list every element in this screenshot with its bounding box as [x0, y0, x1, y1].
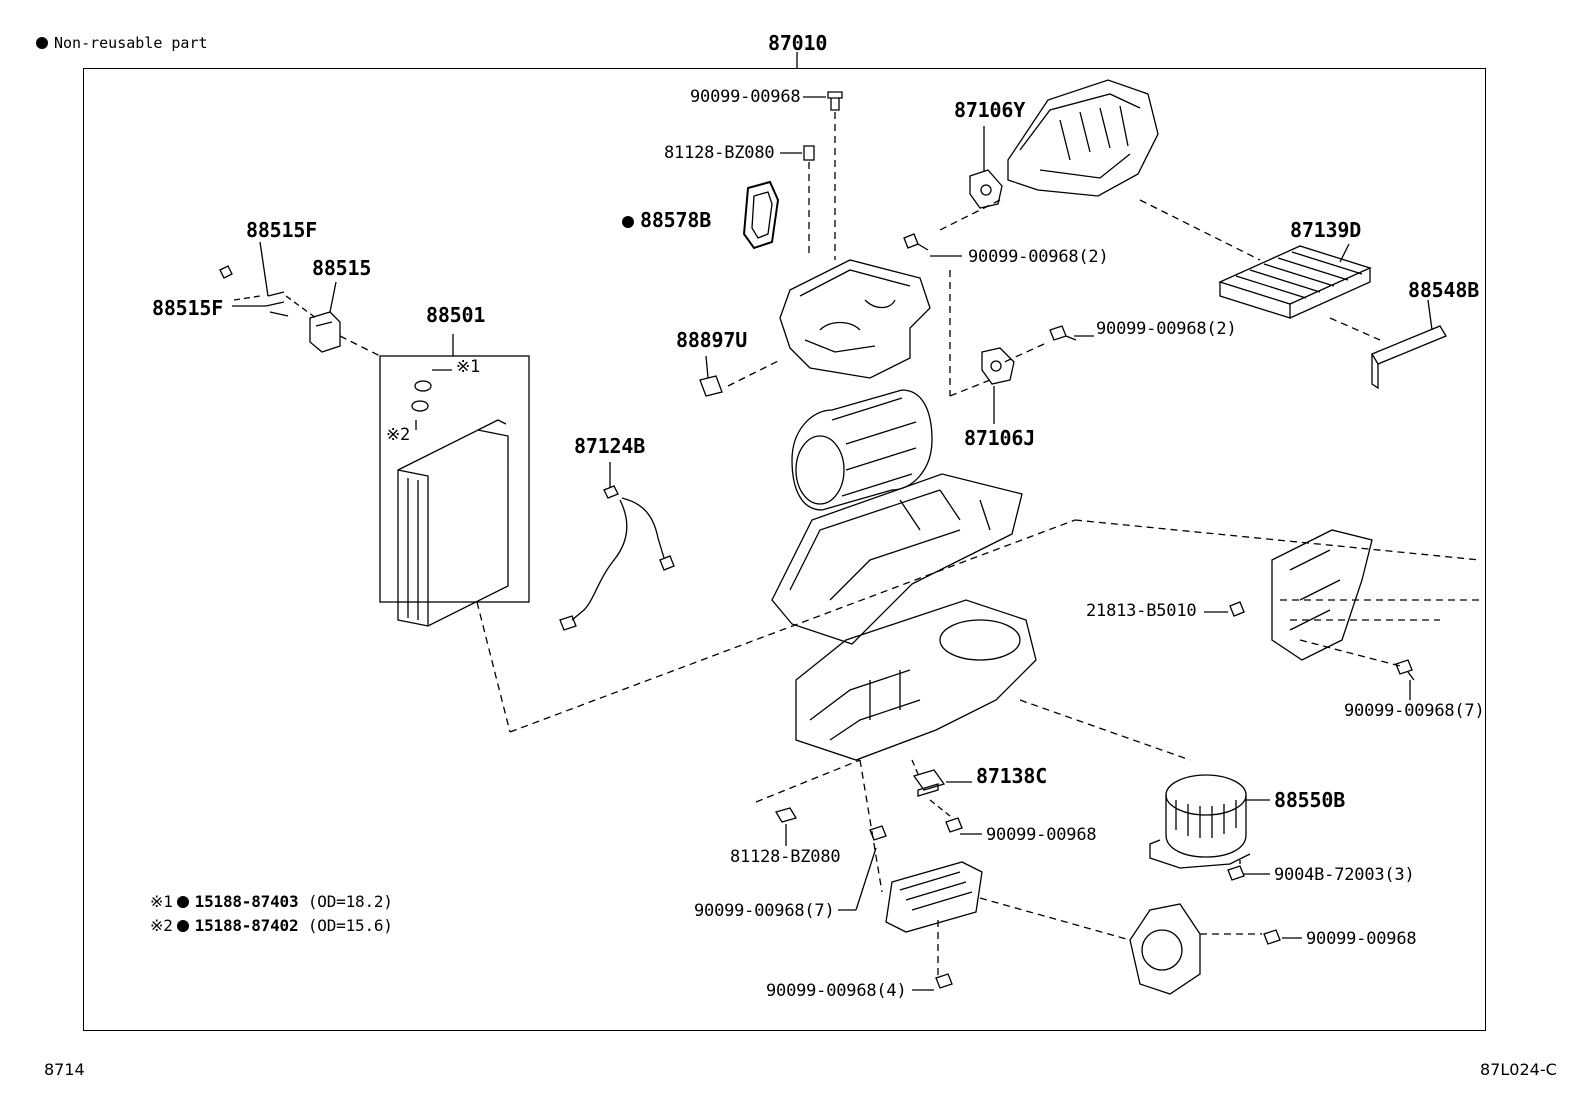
upper-housing-icon	[779, 259, 931, 379]
part-label[interactable]: 90099-00968(7)	[694, 901, 835, 921]
part-label[interactable]: 90099-00968(7)	[1344, 701, 1485, 721]
middle-housing-icon	[771, 473, 1023, 645]
note-mark: ※1	[150, 892, 173, 911]
part-label[interactable]: 88578B	[622, 209, 711, 231]
part-label[interactable]: 88548B	[1408, 278, 1480, 302]
clip-81128-icon	[803, 145, 815, 161]
diagram-frame	[83, 68, 1486, 1031]
note-row-2: ※2 15188-87402 (OD=15.6)	[150, 917, 393, 935]
part-label[interactable]: 90099-00968(2)	[1096, 319, 1237, 339]
footer-right-code: 87L024-C	[1480, 1060, 1557, 1079]
blower-motor-88550B-icon	[1149, 774, 1251, 869]
part-label[interactable]: 87106J	[964, 426, 1036, 450]
screw-mid-icon	[903, 233, 929, 251]
footer-left-code: 8714	[44, 1060, 85, 1079]
screw-top-icon	[827, 91, 843, 111]
note-spec: (OD=15.6)	[307, 916, 393, 935]
part-label[interactable]: 88897U	[676, 328, 748, 352]
part-label[interactable]: 90099-00968(2)	[968, 247, 1109, 267]
note-mark: ※1	[456, 357, 481, 377]
clip-21813-icon	[1229, 601, 1245, 617]
note-mark: ※2	[150, 916, 173, 935]
harness-87124B-icon	[559, 485, 675, 631]
filter-87139D-icon	[1218, 245, 1372, 319]
screw-bottom-left-icon	[869, 825, 887, 841]
note-part-number[interactable]: 15188-87402	[194, 916, 299, 935]
clip-81128-lower-icon	[775, 807, 797, 823]
screw-bottom-icon	[935, 973, 953, 989]
bracket-right-icon	[1271, 529, 1373, 661]
evaporator-88501-icon	[397, 380, 509, 627]
actuator-87106J-icon	[981, 347, 1015, 385]
legend: Non-reusable part	[36, 34, 208, 52]
part-label[interactable]: 81128-BZ080	[730, 847, 841, 867]
lower-housing-icon	[795, 599, 1037, 761]
actuator-87106Y-icon	[969, 169, 1003, 209]
center-blower-icon	[791, 389, 933, 511]
part-label[interactable]: 88515	[312, 256, 372, 280]
part-label[interactable]: 81128-BZ080	[664, 143, 775, 163]
gasket-88578B-icon	[742, 180, 780, 250]
part-label[interactable]: 9004B-72003(3)	[1274, 865, 1415, 885]
part-label[interactable]: 88550B	[1274, 788, 1346, 812]
part-label[interactable]: 87138C	[976, 764, 1048, 788]
part-label[interactable]: 90099-00968	[690, 87, 801, 107]
part-label[interactable]: 87106Y	[954, 98, 1026, 122]
non-reusable-dot-icon	[36, 37, 48, 49]
fan-case-icon	[1129, 903, 1201, 995]
note-mark: ※2	[386, 425, 411, 445]
main-part-number: 87010	[768, 31, 828, 55]
part-label[interactable]: 87139D	[1290, 218, 1362, 242]
note-row-1: ※1 15188-87403 (OD=18.2)	[150, 893, 393, 911]
part-label[interactable]: 88501	[426, 303, 486, 327]
sensor-88897U-icon	[699, 375, 723, 397]
part-label[interactable]: 88515F	[246, 218, 318, 242]
part-label[interactable]: 87124B	[574, 434, 646, 458]
note-part-number[interactable]: 15188-87403	[194, 892, 299, 911]
screw-9004B-icon	[1227, 865, 1245, 881]
screw-87106J-icon	[1049, 325, 1077, 341]
evaporator-box	[379, 355, 530, 603]
screw-right-lower-icon	[1395, 659, 1415, 681]
part-label[interactable]: 21813-B5010	[1086, 601, 1197, 621]
resistor-87138C-icon	[912, 769, 946, 797]
non-reusable-dot-icon	[176, 896, 189, 908]
screw-right-bottom-icon	[1263, 929, 1281, 945]
part-label[interactable]: 90099-00968	[986, 825, 1097, 845]
valve-88515-icon	[309, 311, 341, 353]
part-label[interactable]: 90099-00968	[1306, 929, 1417, 949]
lower-case-icon	[885, 861, 983, 933]
non-reusable-dot-icon	[622, 216, 634, 228]
part-label[interactable]: 90099-00968(4)	[766, 981, 907, 1001]
upper-case-icon	[1007, 79, 1159, 197]
non-reusable-dot-icon	[176, 920, 189, 932]
part-label[interactable]: 88515F	[152, 296, 224, 320]
cover-88548B-icon	[1371, 325, 1447, 390]
bolt-88515F-icon	[219, 265, 289, 317]
note-spec: (OD=18.2)	[307, 892, 393, 911]
screw-87138C-icon	[945, 817, 963, 833]
legend-text: Non-reusable part	[54, 34, 208, 52]
